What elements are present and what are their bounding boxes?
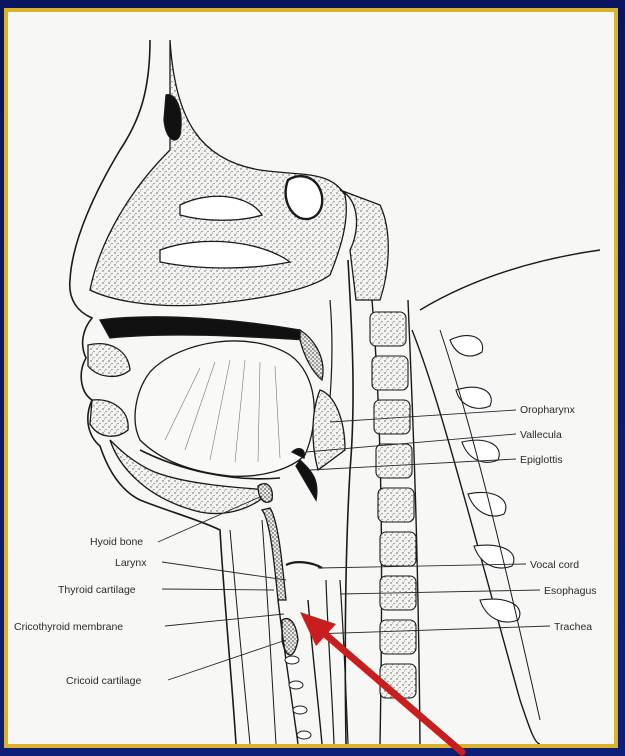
- neck-back: [420, 250, 600, 310]
- label-oropharynx: Oropharynx: [520, 404, 576, 416]
- label-cricothyroid-membrane: Cricothyroid membrane: [14, 621, 123, 633]
- leader-oropharynx: [330, 410, 516, 422]
- label-vocal-cord: Vocal cord: [530, 559, 579, 571]
- leader-trachea: [312, 626, 550, 634]
- label-larynx: Larynx: [115, 557, 147, 569]
- label-thyroid-cartilage: Thyroid cartilage: [58, 584, 136, 596]
- label-hyoid-bone: Hyoid bone: [90, 536, 143, 548]
- lower-lip: [90, 400, 128, 436]
- clivus: [340, 190, 388, 300]
- neck-front-tissue: [230, 520, 276, 744]
- label-esophagus: Esophagus: [544, 585, 597, 597]
- spinous-processes: [450, 336, 520, 622]
- label-cricoid-cartilage: Cricoid cartilage: [66, 675, 141, 687]
- labels-right: Oropharynx Vallecula Epiglottis Vocal co…: [520, 404, 597, 633]
- leader-larynx: [162, 562, 286, 580]
- esophagus: [326, 580, 348, 744]
- spine-back-curve: [440, 330, 540, 720]
- hard-palate: [100, 317, 305, 340]
- oropharynx-region: [313, 390, 345, 470]
- vocal-cord: [286, 562, 322, 568]
- vertebrae: [370, 312, 416, 698]
- label-vallecula: Vallecula: [520, 429, 562, 441]
- tracheal-rings: [285, 656, 311, 739]
- leader-esophagus: [340, 590, 540, 594]
- epiglottis: [296, 460, 317, 500]
- leader-thyroid: [162, 589, 274, 590]
- label-trachea: Trachea: [554, 621, 592, 633]
- pharynx-wall-posterior: [345, 260, 353, 744]
- thyroid-cartilage: [262, 508, 286, 600]
- tongue: [135, 341, 314, 476]
- leader-cricoid: [168, 640, 286, 680]
- upper-lip: [88, 344, 130, 377]
- leader-cricothyroid: [165, 614, 284, 626]
- labels-left: Hyoid bone Larynx Thyroid cartilage Cric…: [14, 536, 147, 687]
- label-epiglottis: Epiglottis: [520, 454, 563, 466]
- leader-epiglottis: [310, 459, 516, 470]
